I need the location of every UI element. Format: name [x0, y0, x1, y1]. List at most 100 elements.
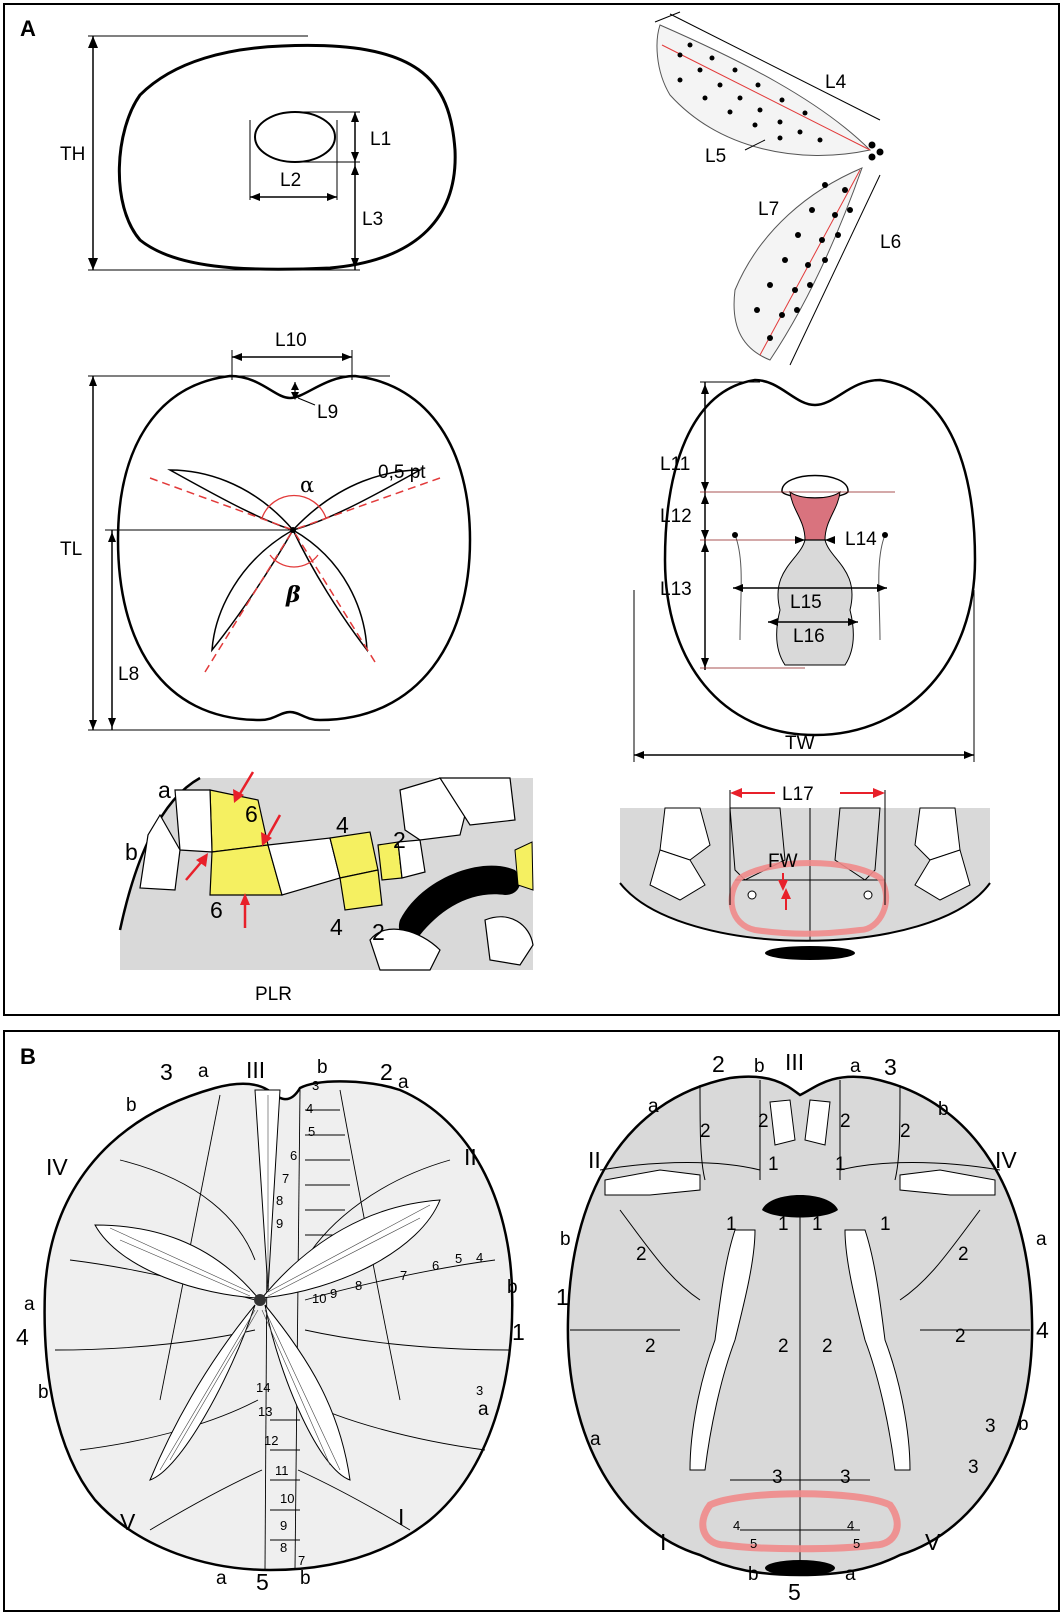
label-l12: L12: [660, 506, 692, 527]
svg-text:11: 11: [275, 1463, 289, 1478]
svg-text:2: 2: [955, 1326, 966, 1347]
oral-label-1: 1: [556, 1284, 569, 1310]
label-l11: L11: [660, 454, 690, 475]
aboral-label-a-top: a: [198, 1061, 209, 1082]
svg-text:1: 1: [880, 1214, 891, 1235]
svg-text:3: 3: [772, 1467, 783, 1488]
svg-text:4: 4: [306, 1101, 313, 1116]
aboral-label-IV: IV: [46, 1154, 68, 1180]
svg-text:4: 4: [476, 1250, 483, 1265]
label-l5: L5: [705, 146, 726, 167]
svg-text:3: 3: [476, 1383, 483, 1398]
svg-text:8: 8: [276, 1193, 283, 1208]
svg-text:10: 10: [312, 1291, 326, 1306]
label-pt: 0,5 pt: [378, 462, 426, 483]
aboral-plates: 3 a III b 2 a b IV II a 4 b b 1 a V I a …: [16, 1057, 525, 1595]
svg-text:2: 2: [758, 1111, 769, 1132]
plate-detail-plr: a b 6 6 4 4 2 2 PLR: [118, 771, 534, 1005]
aboral-label-a-right: a: [398, 1072, 409, 1093]
svg-text:3: 3: [312, 1078, 319, 1093]
oral-label-III: III: [785, 1049, 804, 1075]
label-plate-b: b: [125, 839, 138, 865]
oral-label-b-lower-right: b: [1018, 1414, 1029, 1435]
aboral-label-a-lower-right: a: [478, 1399, 489, 1420]
label-th: TH: [60, 144, 85, 165]
label-plate-2-top: 2: [393, 827, 406, 853]
label-l17: L17: [782, 784, 814, 805]
svg-text:10: 10: [280, 1491, 294, 1506]
aboral-outline: L10 TL L9 L8 α β 0,5 pt: [60, 330, 472, 731]
svg-text:8: 8: [280, 1540, 287, 1555]
svg-text:2: 2: [900, 1121, 911, 1142]
svg-text:9: 9: [330, 1286, 337, 1301]
svg-text:14: 14: [256, 1380, 270, 1395]
oral-label-a-right: a: [1036, 1229, 1047, 1250]
aboral-label-I: I: [398, 1504, 404, 1530]
aboral-label-III: III: [246, 1057, 265, 1083]
svg-text:9: 9: [276, 1216, 283, 1231]
oral-label-I: I: [660, 1529, 666, 1555]
oral-label-4: 4: [1036, 1317, 1049, 1343]
oral-label-a-bottom: a: [845, 1564, 856, 1585]
aboral-label-b-bottom: b: [300, 1568, 311, 1589]
svg-text:2: 2: [958, 1244, 969, 1265]
panel-a-letter: A: [20, 16, 36, 41]
aboral-label-a-bottom: a: [216, 1568, 227, 1589]
oral-label-3: 3: [884, 1054, 897, 1080]
aboral-label-b-top: b: [317, 1057, 328, 1078]
label-plate-2-bottom: 2: [372, 919, 385, 945]
label-fw: FW: [768, 851, 798, 872]
label-l16: L16: [793, 626, 825, 647]
label-alpha: α: [300, 473, 314, 497]
svg-text:2: 2: [822, 1336, 833, 1357]
aboral-plate-numbers: 3 4 5 6 7 8 9 10 9 8 7 6 5 4 3 14 13 12 …: [256, 1078, 483, 1568]
svg-text:6: 6: [290, 1148, 297, 1163]
aboral-label-1: 1: [512, 1319, 525, 1345]
svg-text:3: 3: [985, 1416, 996, 1437]
svg-text:1: 1: [768, 1154, 779, 1175]
svg-text:5: 5: [853, 1536, 860, 1551]
aboral-label-b-lower-left: b: [38, 1382, 49, 1403]
label-tw: TW: [785, 733, 815, 754]
label-plate-6-bottom: 6: [210, 897, 223, 923]
oral-label-IV: IV: [995, 1147, 1017, 1173]
oral-label-b-right: b: [938, 1099, 949, 1120]
panel-b-letter: B: [20, 1044, 36, 1069]
plastron-detail: L17 FW: [619, 784, 991, 960]
svg-text:5: 5: [750, 1536, 757, 1551]
svg-text:2: 2: [636, 1244, 647, 1265]
label-l3: L3: [362, 209, 383, 230]
svg-text:3: 3: [840, 1467, 851, 1488]
label-l1: L1: [370, 129, 391, 150]
label-l6: L6: [880, 232, 901, 253]
oral-label-b-bottom: b: [748, 1564, 759, 1585]
svg-text:3: 3: [968, 1457, 979, 1478]
svg-text:9: 9: [280, 1518, 287, 1533]
svg-text:2: 2: [840, 1111, 851, 1132]
oral-label-b-top: b: [754, 1056, 765, 1077]
oral-label-a-lower-left: a: [590, 1429, 601, 1450]
panel-a-frame: [3, 3, 1060, 1016]
svg-text:7: 7: [298, 1553, 305, 1568]
svg-text:4: 4: [733, 1518, 740, 1533]
label-plate-4-top: 4: [336, 812, 349, 838]
svg-text:5: 5: [455, 1251, 462, 1266]
aboral-label-II: II: [464, 1144, 477, 1170]
oral-label-2: 2: [712, 1051, 725, 1077]
svg-text:1: 1: [726, 1214, 737, 1235]
oral-label-II: II: [588, 1147, 601, 1173]
oral-label-a-top: a: [850, 1056, 861, 1077]
svg-text:2: 2: [778, 1336, 789, 1357]
oral-plate-numbers-small: 4 4 5 5: [733, 1518, 860, 1551]
label-l15: L15: [790, 592, 822, 613]
svg-text:4: 4: [847, 1518, 854, 1533]
label-l7: L7: [758, 199, 779, 220]
svg-text:2: 2: [645, 1336, 656, 1357]
label-tl: TL: [60, 539, 82, 560]
oral-label-a-left: a: [648, 1096, 659, 1117]
label-l9: L9: [317, 402, 338, 423]
aboral-label-b-right: b: [507, 1277, 518, 1298]
svg-text:1: 1: [835, 1154, 846, 1175]
oral-plate-numbers: 2 2 2 2 1 1 1 1 1 1 2 2 2 2 2 2 3 3 3 3: [636, 1111, 996, 1488]
